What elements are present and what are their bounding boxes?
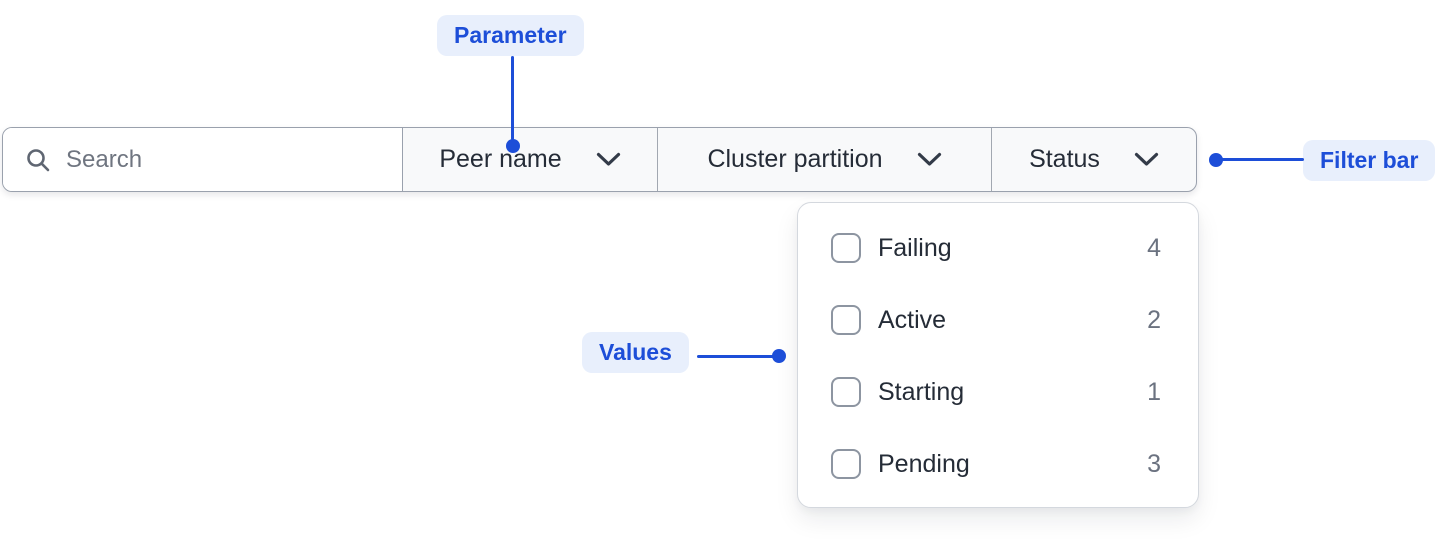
annotation-filter-bar-badge: Filter bar [1303, 140, 1436, 181]
chevron-down-icon [1134, 152, 1159, 166]
dropdown-option-failing[interactable]: Failing 4 [798, 212, 1198, 284]
checkbox[interactable] [831, 377, 861, 407]
dropdown-option-starting[interactable]: Starting 1 [798, 356, 1198, 428]
search-field[interactable] [3, 128, 403, 191]
search-icon [27, 148, 50, 171]
status-dropdown-panel: Failing 4 Active 2 Starting 1 Pending 3 [797, 202, 1199, 508]
chevron-down-icon [596, 152, 620, 166]
filter-bar: Peer name Cluster partition Status [2, 127, 1197, 192]
annotation-values-badge: Values [582, 332, 689, 373]
annotation-filter-bar-line [1216, 158, 1304, 161]
filter-param-label: Cluster partition [707, 145, 883, 173]
filter-param-label: Peer name [439, 145, 562, 173]
filter-param-label: Status [1029, 145, 1100, 173]
dropdown-option-active[interactable]: Active 2 [798, 284, 1198, 356]
annotation-parameter-line [511, 56, 514, 140]
option-label: Pending [878, 449, 970, 478]
search-input[interactable] [66, 145, 402, 174]
checkbox[interactable] [831, 305, 861, 335]
filter-param-cluster-partition[interactable]: Cluster partition [658, 128, 992, 191]
option-label: Starting [878, 377, 965, 406]
option-count: 2 [1147, 305, 1161, 334]
option-count: 1 [1147, 377, 1161, 406]
annotation-parameter-badge: Parameter [437, 15, 584, 56]
filter-param-status[interactable]: Status [992, 128, 1196, 191]
annotation-filter-bar-dot [1209, 153, 1223, 167]
annotation-parameter-dot [506, 139, 520, 153]
checkbox[interactable] [831, 233, 861, 263]
chevron-down-icon [917, 152, 941, 166]
annotation-values-line [697, 355, 779, 358]
option-count: 4 [1147, 233, 1161, 262]
option-label: Failing [878, 233, 952, 262]
annotation-values-dot [772, 349, 786, 363]
option-label: Active [878, 305, 947, 334]
checkbox[interactable] [831, 449, 861, 479]
filter-param-peer-name[interactable]: Peer name [403, 128, 658, 191]
dropdown-option-pending[interactable]: Pending 3 [798, 428, 1198, 500]
option-count: 3 [1147, 449, 1161, 478]
